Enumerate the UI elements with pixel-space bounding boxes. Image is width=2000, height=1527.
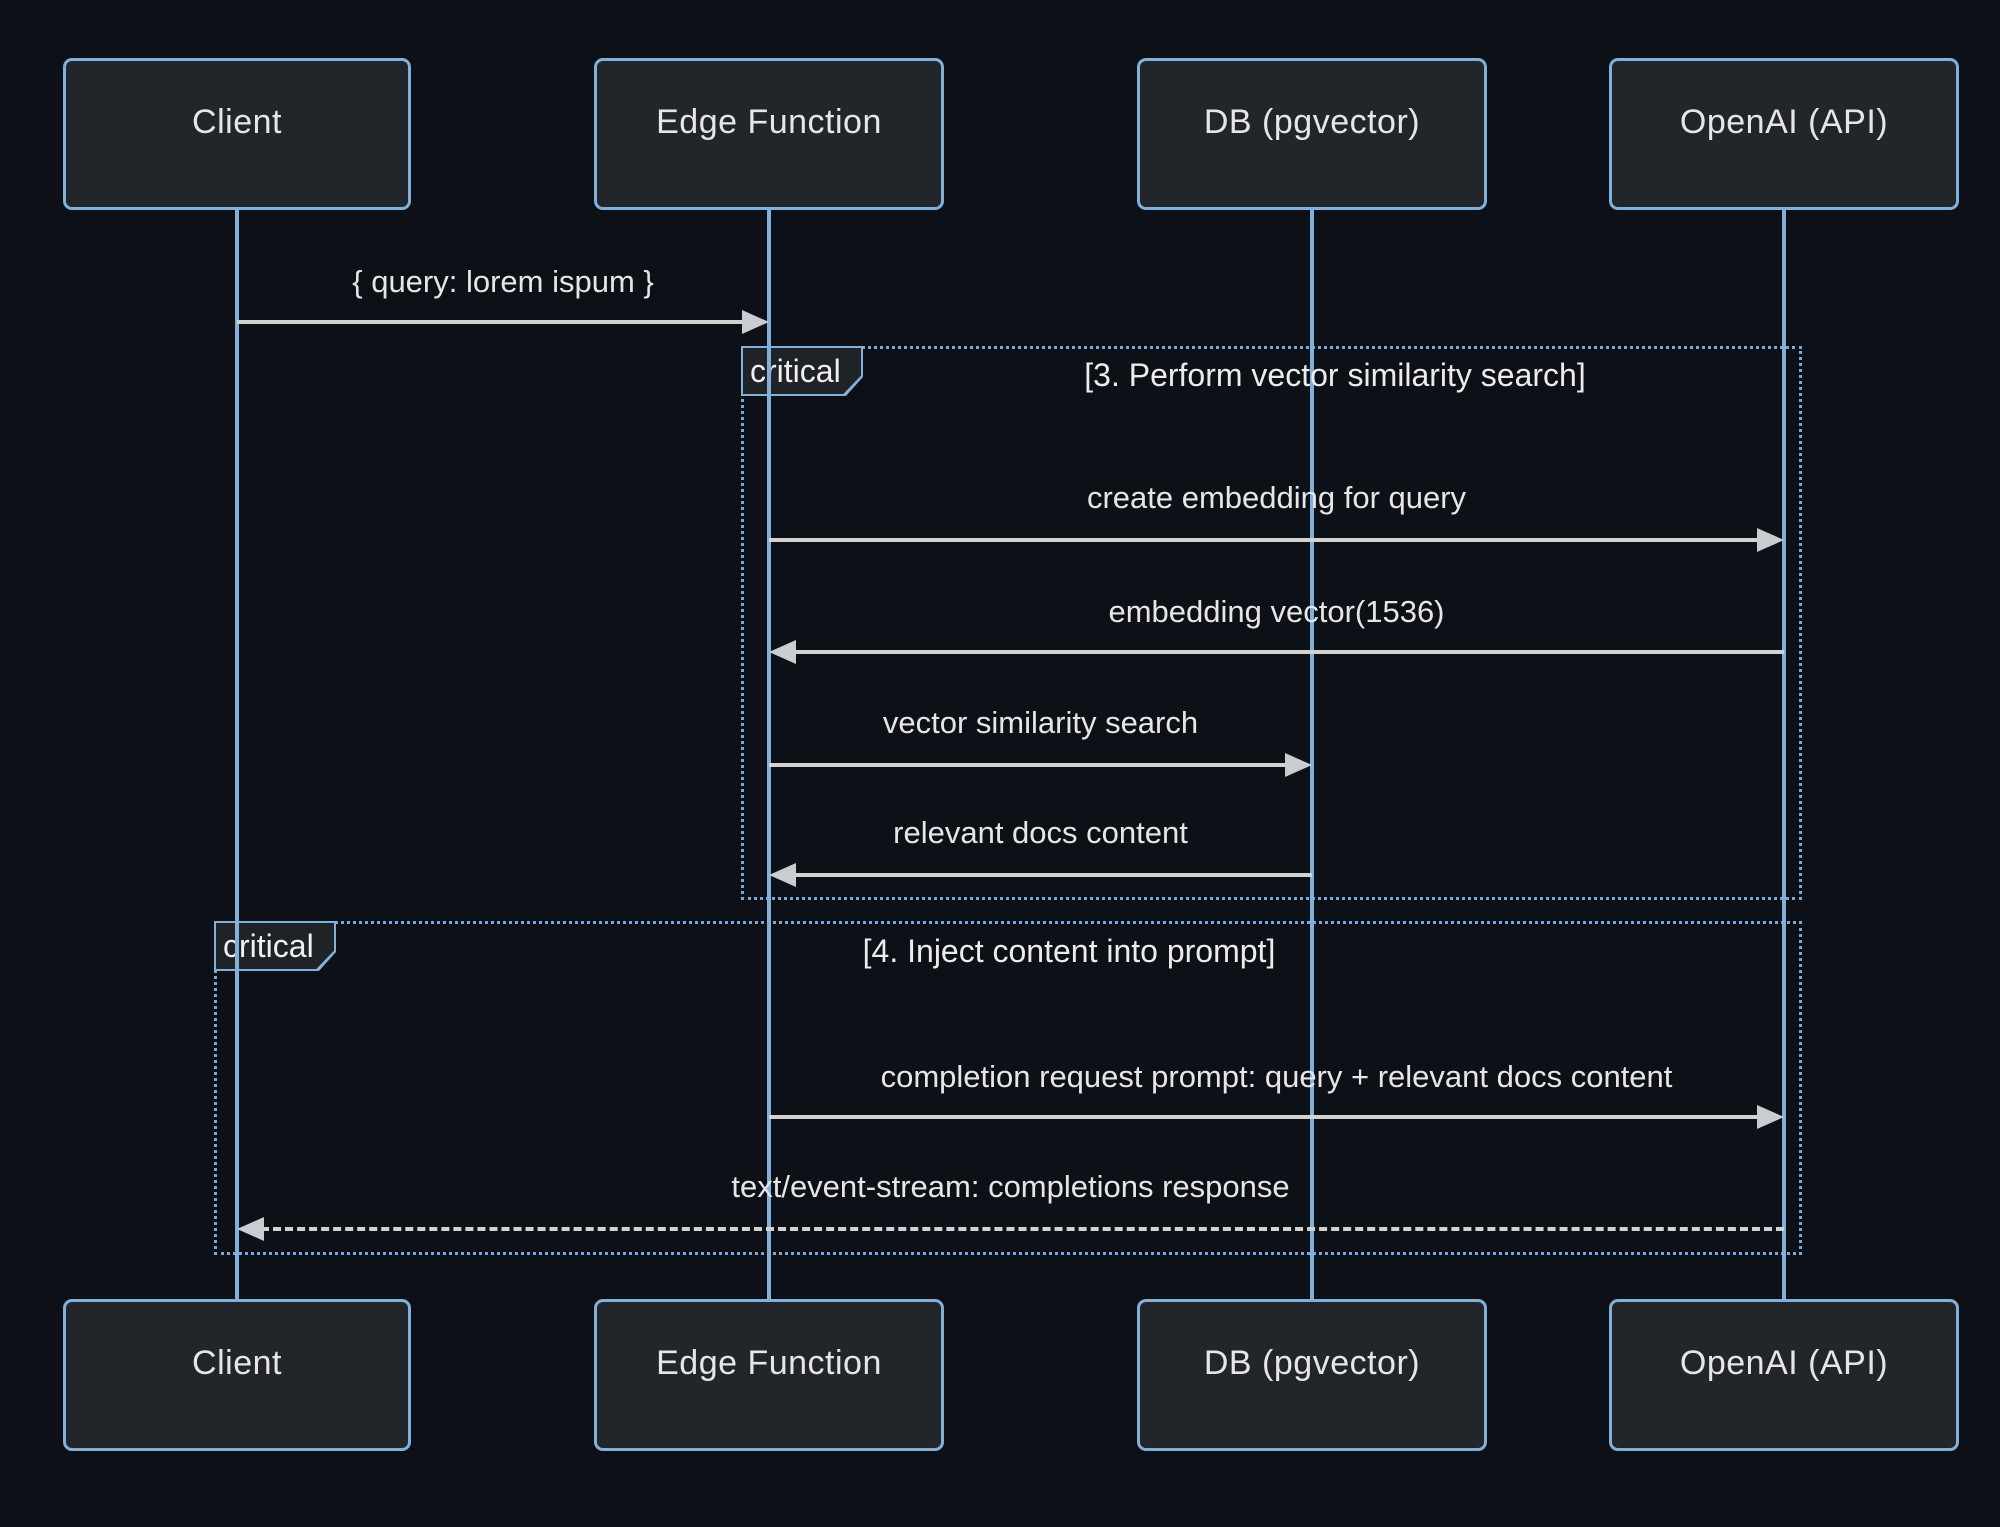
- critical-label: critical: [750, 353, 841, 389]
- lifeline-edge-function: [767, 208, 771, 1300]
- lifeline-openai: [1782, 208, 1786, 1300]
- critical-block-3-title: [3. Perform vector similarity search]: [1084, 357, 1586, 393]
- actor-label: OpenAI (API): [1679, 102, 1889, 141]
- message-line: [261, 1227, 1784, 1231]
- actor-label: DB (pgvector): [1203, 1343, 1421, 1382]
- message-label: { query: lorem ispum }: [352, 264, 654, 299]
- message-label: relevant docs content: [893, 815, 1188, 850]
- message-line: [769, 538, 1760, 542]
- message-line: [769, 763, 1288, 767]
- critical-block-3: critical: [741, 346, 1802, 900]
- lifeline-db: [1310, 208, 1314, 1300]
- message-label: completion request prompt: query + relev…: [880, 1059, 1673, 1094]
- actor-label: Edge Function: [656, 102, 882, 141]
- message-line: [793, 873, 1312, 877]
- lifeline-client: [235, 208, 239, 1300]
- message-line: [769, 1115, 1760, 1119]
- arrowhead-left-icon: [769, 640, 796, 664]
- arrowhead-left-icon: [769, 863, 796, 887]
- critical-label-box: [214, 921, 336, 971]
- actor-label: Edge Function: [656, 1343, 882, 1382]
- actor-label: OpenAI (API): [1679, 1343, 1889, 1382]
- arrowhead-right-icon: [1757, 528, 1784, 552]
- arrowhead-right-icon: [1757, 1105, 1784, 1129]
- arrowhead-right-icon: [742, 310, 769, 334]
- actor-edge-function-bottom: Edge Function: [594, 1299, 944, 1451]
- message-line: [237, 320, 745, 324]
- actor-client-top: Client: [63, 58, 411, 210]
- message-label: text/event-stream: completions response: [731, 1169, 1290, 1204]
- arrowhead-right-icon: [1285, 753, 1312, 777]
- critical-label-bg: [743, 348, 861, 394]
- critical-label-box: [741, 346, 863, 396]
- message-label: embedding vector(1536): [1108, 594, 1445, 629]
- arrowhead-left-icon: [237, 1217, 264, 1241]
- actor-db-top: DB (pgvector): [1137, 58, 1487, 210]
- actor-openai-bottom: OpenAI (API): [1609, 1299, 1959, 1451]
- message-label: create embedding for query: [1086, 480, 1467, 515]
- actor-db-bottom: DB (pgvector): [1137, 1299, 1487, 1451]
- actor-openai-top: OpenAI (API): [1609, 58, 1959, 210]
- actor-edge-function-top: Edge Function: [594, 58, 944, 210]
- actor-label: Client: [192, 102, 282, 141]
- critical-label: critical: [223, 928, 314, 964]
- actor-label: Client: [192, 1343, 282, 1382]
- actor-label: DB (pgvector): [1203, 102, 1421, 141]
- critical-block-4-title: [4. Inject content into prompt]: [862, 933, 1276, 969]
- message-line: [793, 650, 1784, 654]
- critical-block-4: critical: [214, 921, 1802, 1255]
- actor-client-bottom: Client: [63, 1299, 411, 1451]
- message-label: vector similarity search: [882, 705, 1199, 740]
